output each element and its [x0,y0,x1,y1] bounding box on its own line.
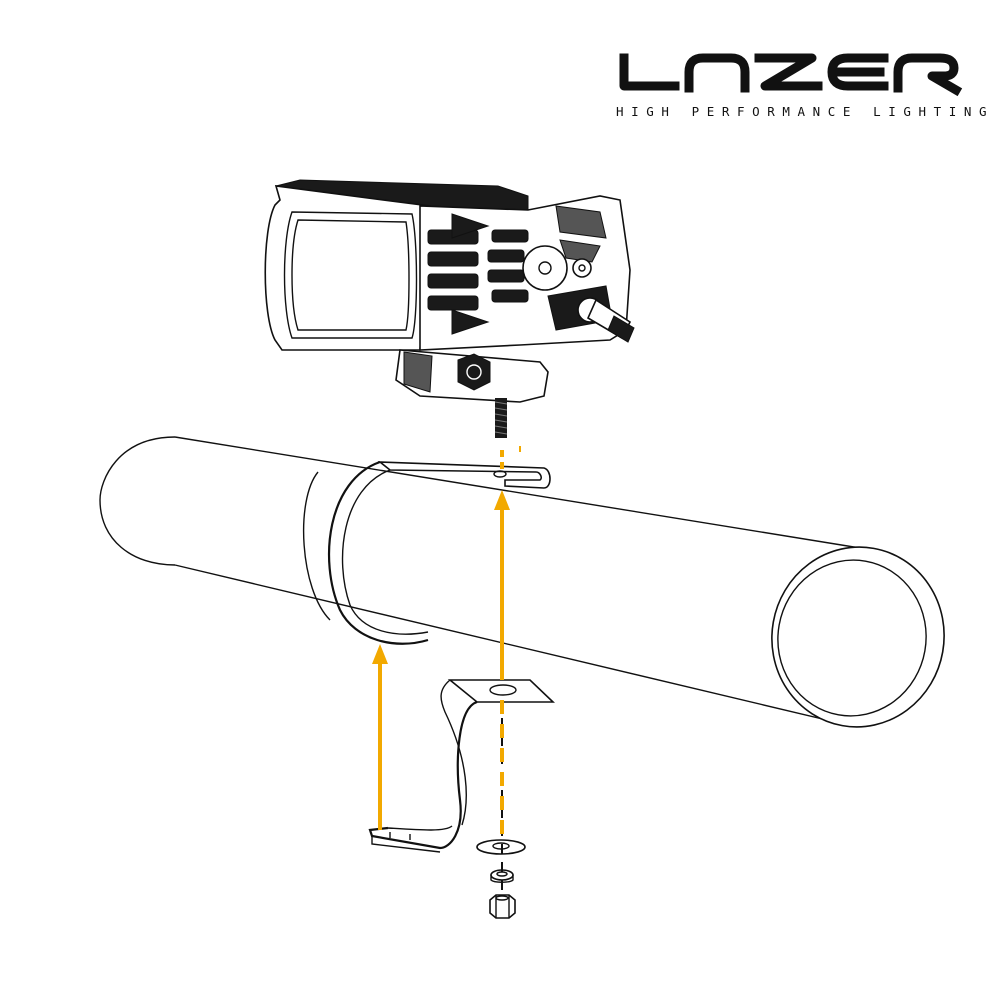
lower-clamp-bracket [368,679,555,853]
arrow-lower-bracket-to-upper [494,490,510,680]
hex-nut [489,894,516,919]
mounting-stud [494,398,508,438]
pipe [99,436,945,728]
arrow-bracket-foot [372,644,388,830]
lazer-logo: HIGH PERFORMANCE LIGHTING [616,53,994,119]
logo-tagline: HIGH PERFORMANCE LIGHTING [616,104,994,119]
arrow-bracket-to-stud [500,446,521,472]
upper-clamp-bracket [328,460,551,645]
lamp-body [264,179,635,403]
